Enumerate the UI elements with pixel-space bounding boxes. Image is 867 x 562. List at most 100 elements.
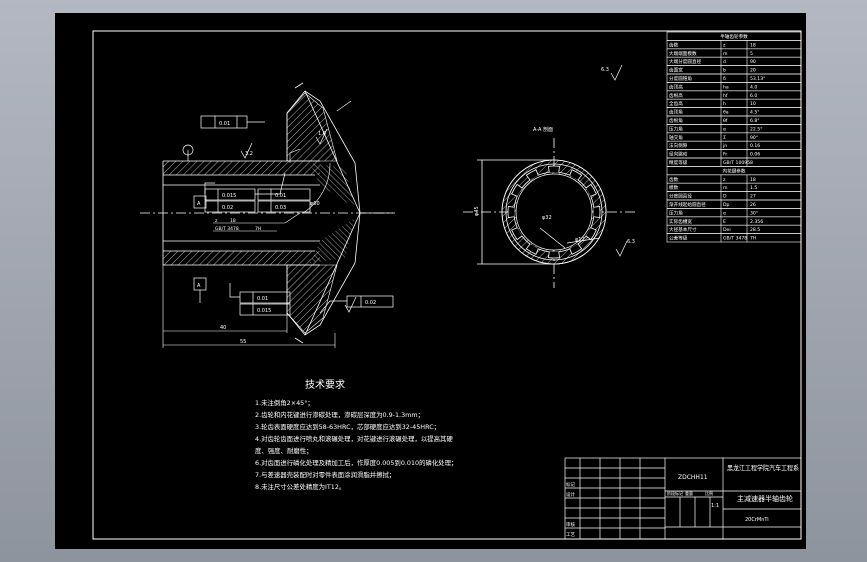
svg-text:3.2: 3.2: [245, 151, 253, 157]
svg-text:标记: 标记: [566, 481, 575, 488]
svg-text:6.3: 6.3: [601, 67, 609, 73]
table-cell: 分度圆直径: [669, 193, 692, 200]
table-cell: 7H: [750, 236, 756, 242]
table-cell: 6.8°: [750, 118, 760, 124]
table-cell: 大径基本尺寸: [669, 226, 697, 233]
spline-tooth: [548, 251, 560, 259]
table-cell: 齿数: [669, 176, 679, 183]
svg-text:0.01: 0.01: [275, 193, 286, 199]
svg-text:7H: 7H: [255, 226, 261, 232]
table-cell: 53.13°: [750, 76, 765, 82]
table-cell: Fr: [723, 152, 727, 158]
table-cell: δ: [723, 76, 726, 82]
spline-tooth: [511, 183, 523, 197]
table-cell: 齿顶高: [669, 83, 683, 90]
table-cell: ha: [723, 84, 729, 90]
table-cell: hf: [723, 93, 728, 99]
svg-text:0.015: 0.015: [222, 193, 236, 199]
svg-text:1:1: 1:1: [711, 503, 719, 509]
drawing-no: ZDCHH11: [678, 474, 708, 481]
table-cell: α: [723, 211, 726, 216]
table-cell: 90°: [750, 135, 758, 141]
table-cell: 2.356: [750, 219, 763, 225]
table-cell: 齿顶角: [669, 109, 683, 116]
section-text: A-A 剖面 φ45 φ32 φ12 6.3 6.3: [474, 67, 635, 245]
table-cell: 8: [750, 160, 753, 166]
title-block: [564, 457, 802, 540]
roughness-symbols: [240, 64, 628, 313]
svg-text:A: A: [197, 201, 201, 207]
table-cell: 5: [750, 51, 753, 57]
table-cell: 18: [750, 42, 756, 48]
table-cell: 26: [750, 202, 756, 208]
table-cell: m: [723, 52, 728, 57]
table-cell: 27: [750, 194, 756, 200]
table-cell: 30°: [750, 210, 758, 216]
table-cell: 齿根角: [669, 117, 683, 124]
table-cell: 模数: [669, 184, 679, 191]
spline-tooth: [569, 169, 583, 181]
spline-tooth: [525, 243, 539, 255]
technical-requirements: 技术要求 1.未注倒角2×45°；2.齿轮和内花键进行渗碳处理，渗碳层深度为0.…: [255, 378, 457, 491]
table-cell: 18: [750, 177, 756, 183]
table-cell: 大端端面模数: [669, 50, 697, 57]
table-cell: 1.5: [750, 185, 757, 191]
tech-item: 度、强度、耐磨性；: [255, 446, 313, 455]
table-cell: 分度圆锥角: [669, 75, 692, 82]
table-cell: 精度等级: [669, 159, 688, 166]
table-cell: 20: [750, 68, 756, 74]
svg-text:比例: 比例: [705, 490, 713, 496]
dimensions: [162, 100, 352, 348]
table-cell: 压力角: [669, 125, 683, 132]
section-view: [463, 138, 635, 288]
spline-tooth: [593, 206, 601, 218]
svg-text:20CrMnTi: 20CrMnTi: [745, 517, 769, 523]
spline-leaders: [213, 212, 301, 232]
dim-text: 40 55 3.2 1.6 φ60: [220, 131, 326, 345]
table-cell: 渐开线起始圆直径: [669, 201, 706, 208]
section-hatching: [163, 92, 355, 334]
table-title: 半轴齿轮参数: [720, 33, 748, 40]
table-cell: 法向侧隙: [669, 142, 688, 149]
table-cell: 齿根高: [669, 92, 683, 99]
tech-item: 8.未注尺寸公差处精度为IT12。: [255, 482, 345, 491]
svg-text:审核: 审核: [566, 521, 575, 528]
table-cell: 22.5°: [750, 126, 763, 132]
school-line: 黑龙江工程学院汽车工程系: [727, 463, 799, 472]
drawing-sheet: 0.01 0.015 0.02 0.01 0.03 0.01 0.015 0.0…: [55, 13, 806, 549]
svg-text:重量: 重量: [685, 490, 693, 496]
spline-tooth: [511, 227, 523, 241]
table-cell: z: [723, 178, 726, 183]
table-cell: 0.06: [750, 152, 760, 158]
tech-item: 6.对齿面进行磷化处理及精加工后，作厚度0.005到0.010的磷化处理；: [255, 458, 457, 467]
spline-tooth: [569, 243, 583, 255]
table-cell: Dei: [723, 227, 731, 233]
table-cell: 4.5°: [750, 110, 760, 116]
table-title: 内花键参数: [723, 167, 746, 174]
svg-text:0.015: 0.015: [257, 308, 271, 314]
table-cell: m: [723, 186, 728, 191]
title-block-text: ZDCHH11 黑龙江工程学院汽车工程系 主减速器半轴齿轮 阶段标记 重量 比例…: [566, 463, 799, 538]
tolerance-values: 0.01 0.015 0.02 0.01 0.03 0.01 0.015 0.0…: [197, 121, 376, 314]
table-cell: θf: [723, 118, 728, 124]
svg-text:0.01: 0.01: [219, 121, 230, 127]
table-cell: 0.16: [750, 143, 760, 149]
spline-tooth: [507, 206, 515, 218]
spline-note: z 18 GB/T 3478 7H: [215, 218, 261, 232]
table-cell: D: [723, 194, 727, 200]
tech-item: 2.齿轮和内花键进行渗碳处理，渗碳层深度为0.9-1.3mm；: [255, 410, 424, 419]
table-cell: α: [723, 127, 726, 132]
table-cell: 齿面宽: [669, 67, 683, 74]
table-cell: 全齿高: [669, 100, 683, 107]
table-cell: 10: [750, 101, 756, 107]
table-cell: 6.0: [750, 93, 757, 99]
drawing-canvas[interactable]: 0.01 0.015 0.02 0.01 0.03 0.01 0.015 0.0…: [55, 13, 806, 549]
tolerance-frames: [182, 115, 394, 316]
svg-text:GB/T 3478: GB/T 3478: [215, 226, 239, 232]
svg-text:0.02: 0.02: [222, 205, 233, 211]
svg-text:阶段标记: 阶段标记: [667, 490, 683, 496]
table-cell: Dp: [723, 202, 730, 208]
